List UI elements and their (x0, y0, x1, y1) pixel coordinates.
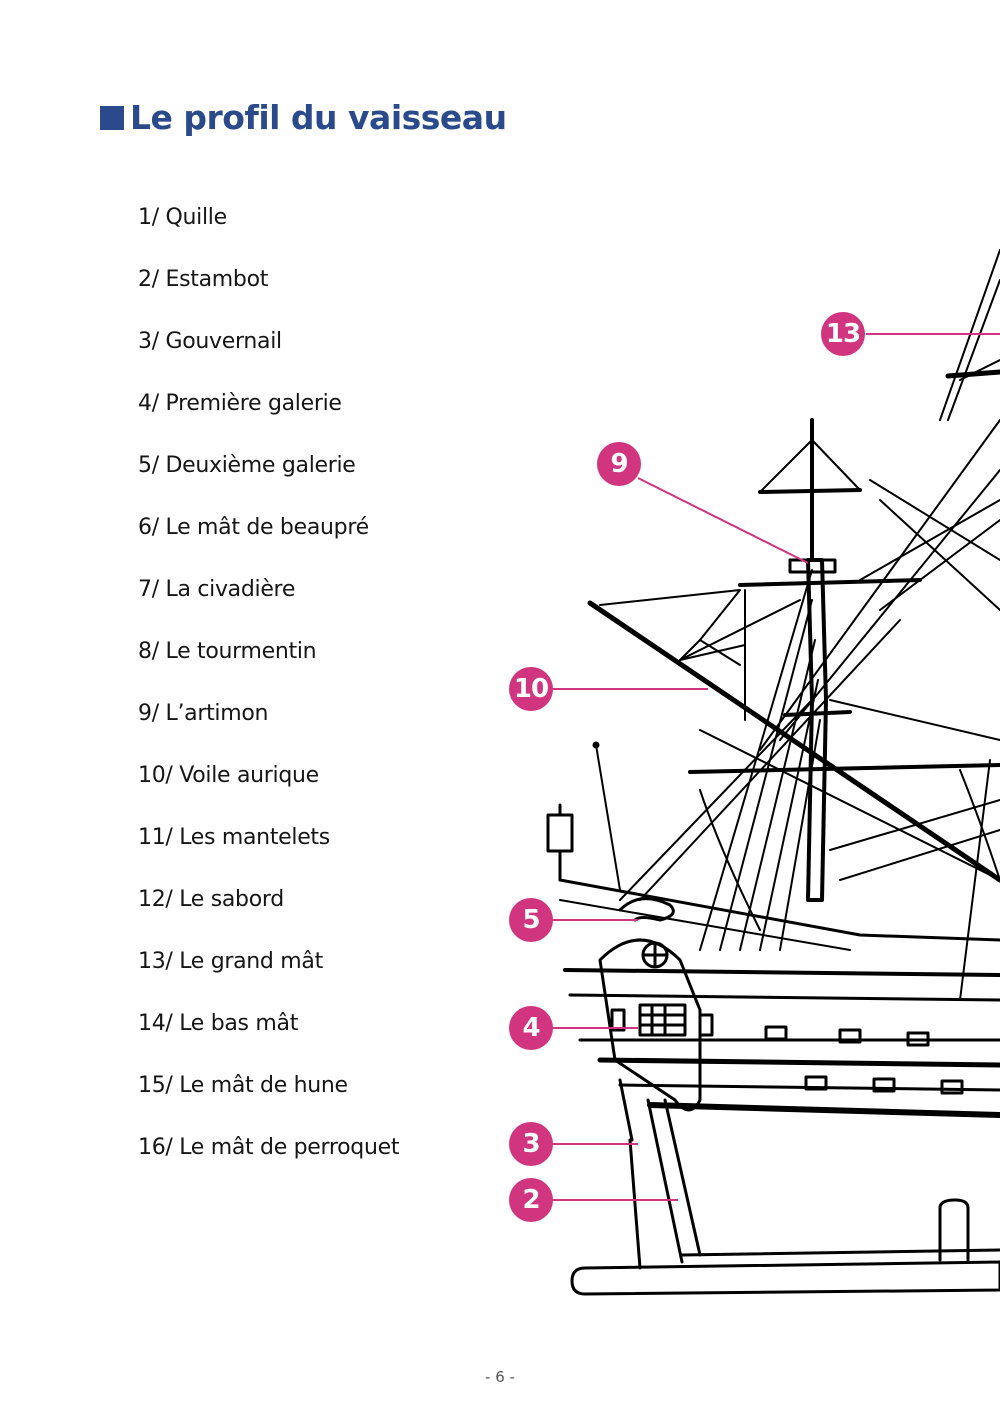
page-title: Le profil du vaisseau (100, 98, 507, 137)
legend-item: 3/ Gouvernail (138, 329, 282, 354)
legend-item: 13/ Le grand mât (138, 949, 323, 974)
legend-item: 2/ Estambot (138, 267, 269, 292)
legend-item: 4/ Première galerie (138, 391, 342, 416)
rigging (599, 249, 1000, 1001)
legend-item: 12/ Le sabord (138, 887, 284, 912)
legend-item: 7/ La civadière (138, 577, 296, 602)
legend-item: 16/ Le mât de perroquet (138, 1135, 400, 1160)
page-number: - 6 - (485, 1368, 515, 1386)
legend-item: 9/ L’artimon (138, 701, 269, 726)
keel (570, 1198, 1000, 1296)
sternpost-and-rudder (618, 1078, 1000, 1270)
callout-line-9 (637, 477, 809, 564)
legend-item: 8/ Le tourmentin (138, 639, 317, 664)
hull (558, 878, 1000, 1118)
legend-item: 5/ Deuxième galerie (138, 453, 356, 478)
legend-item: 6/ Le mât de beaupré (138, 515, 369, 540)
legend-item: 11/ Les mantelets (138, 825, 330, 850)
legend-item: 15/ Le mât de hune (138, 1073, 348, 1098)
callout-marker-3: 3 (509, 1122, 553, 1166)
callout-marker-10: 10 (509, 667, 553, 711)
square-bullet-icon (100, 105, 124, 130)
stern-galleries (546, 803, 714, 1112)
callout-marker-9: 9 (597, 442, 641, 486)
parts-legend: 1/ Quille 2/ Estambot 3/ Gouvernail 4/ P… (138, 200, 399, 1192)
legend-item: 1/ Quille (138, 205, 227, 230)
callout-marker-4: 4 (509, 1006, 553, 1050)
callout-marker-13: 13 (821, 312, 865, 356)
callout-marker-2: 2 (509, 1178, 553, 1222)
callout-marker-5: 5 (509, 898, 553, 942)
legend-item: 14/ Le bas mât (138, 1011, 299, 1036)
legend-item: 10/ Voile aurique (138, 763, 319, 788)
page-title-text: Le profil du vaisseau (130, 98, 507, 137)
